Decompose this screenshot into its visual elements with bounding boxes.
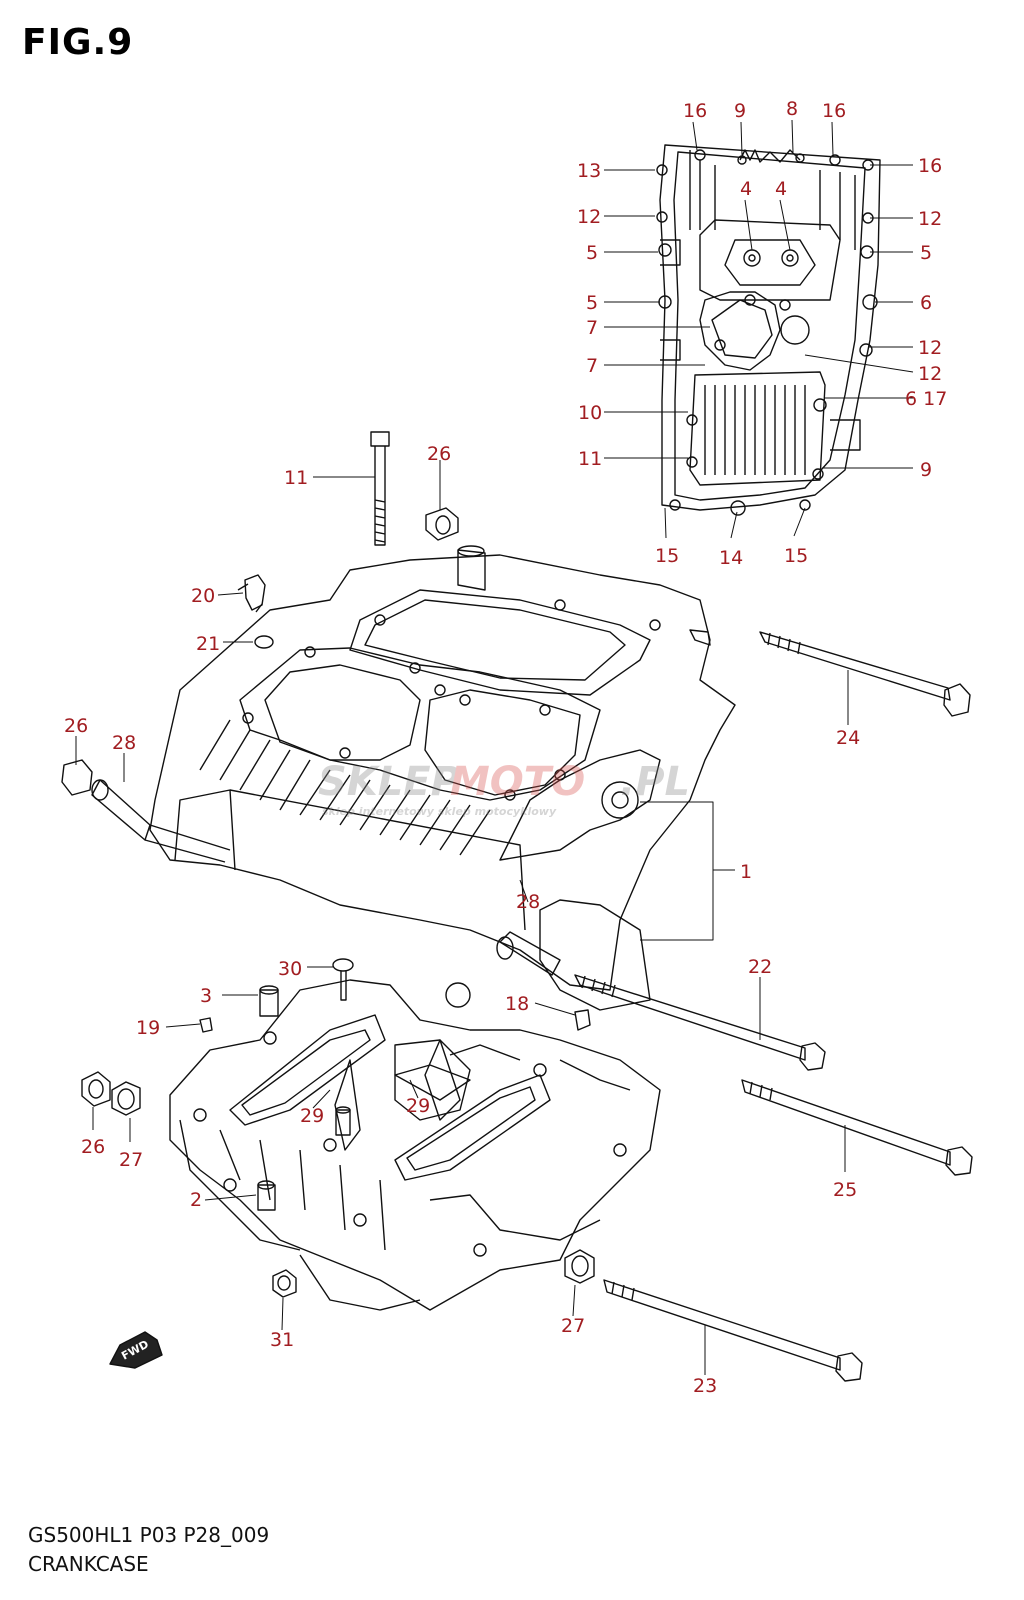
callout-31: 31 <box>270 1329 294 1351</box>
callout-24: 24 <box>836 727 860 749</box>
forward-arrow-icon <box>109 1331 163 1369</box>
callout-6: 6 <box>920 292 932 314</box>
svg-text:.PL: .PL <box>620 759 690 805</box>
callout-27: 27 <box>561 1315 585 1337</box>
dowel-2 <box>257 1180 276 1211</box>
callout-29: 29 <box>406 1095 430 1117</box>
callout-20: 20 <box>191 585 215 607</box>
callout-28: 28 <box>112 732 136 754</box>
callout-12: 12 <box>918 208 942 230</box>
callout-19: 19 <box>136 1017 160 1039</box>
seal-27-left <box>111 1081 141 1116</box>
dowel-29 <box>335 1106 351 1136</box>
callout-26: 26 <box>64 715 88 737</box>
callout-12: 12 <box>918 363 942 385</box>
callout-5: 5 <box>586 242 598 264</box>
leader-lines <box>75 119 914 1375</box>
callout-9: 9 <box>920 459 932 481</box>
callout-labels: 16 9 8 16 16 13 4 4 12 12 5 5 5 6 7 12 7… <box>64 98 947 1397</box>
callout-12: 12 <box>918 337 942 359</box>
callout-4: 4 <box>775 178 787 200</box>
bolt-25 <box>741 1079 973 1176</box>
callout-11: 11 <box>284 467 308 489</box>
callout-13: 13 <box>577 160 601 182</box>
figure-title: FIG.9 <box>22 22 134 63</box>
bolt-24 <box>759 631 971 717</box>
callout-25: 25 <box>833 1179 857 1201</box>
dowel-3 <box>259 985 279 1017</box>
callout-5: 5 <box>586 292 598 314</box>
plug-26-left <box>81 1071 111 1107</box>
svg-text:MOTO: MOTO <box>450 759 585 805</box>
jet-19 <box>199 1017 213 1033</box>
callout-22: 22 <box>748 956 772 978</box>
callout-18: 18 <box>505 993 529 1015</box>
callout-8: 8 <box>786 98 798 120</box>
callout-23: 23 <box>693 1375 717 1397</box>
callout-15: 15 <box>784 545 808 567</box>
bolt-28-left <box>61 759 231 863</box>
callout-16: 16 <box>683 100 707 122</box>
callout-3: 3 <box>200 985 212 1007</box>
callout-4: 4 <box>740 178 752 200</box>
bolt-28-right <box>496 931 561 976</box>
callout-1: 1 <box>740 861 752 883</box>
callout-12: 12 <box>577 206 601 228</box>
bolt-11 <box>370 431 390 546</box>
jet-18 <box>574 1009 591 1031</box>
upper-crankcase <box>149 545 736 1011</box>
callout-6-17: 6 17 <box>905 388 947 410</box>
svg-text:sklep internetowy sklep motocy: sklep internetowy sklep motocyklowy <box>322 805 557 818</box>
o-ring-21 <box>254 635 274 649</box>
callout-15: 15 <box>655 545 679 567</box>
callout-7: 7 <box>586 355 598 377</box>
lower-case-bottom-view <box>656 144 881 516</box>
model-code: GS500HL1 P03 P28_009 <box>28 1523 270 1547</box>
callout-27: 27 <box>119 1149 143 1171</box>
callout-30: 30 <box>278 958 302 980</box>
callout-16: 16 <box>918 155 942 177</box>
callout-9: 9 <box>734 100 746 122</box>
callout-28: 28 <box>516 891 540 913</box>
plug-31 <box>272 1269 297 1298</box>
svg-text:SKLEP: SKLEP <box>318 759 460 805</box>
callout-2: 2 <box>190 1189 202 1211</box>
callout-21: 21 <box>196 633 220 655</box>
callout-26: 26 <box>81 1136 105 1158</box>
callout-16: 16 <box>822 100 846 122</box>
lower-crankcase <box>169 979 661 1311</box>
watermark: SKLEP MOTO .PL sklep internetowy sklep m… <box>318 759 690 818</box>
callout-7: 7 <box>586 317 598 339</box>
plug-26-top <box>425 507 459 541</box>
callout-26: 26 <box>427 443 451 465</box>
bolt-22 <box>574 974 826 1071</box>
callout-29: 29 <box>300 1105 324 1127</box>
callout-14: 14 <box>719 547 743 569</box>
screw-30 <box>332 958 354 1001</box>
callout-5: 5 <box>920 242 932 264</box>
figure-name: CRANKCASE <box>28 1552 149 1576</box>
seal-27-right <box>564 1249 595 1284</box>
bolt-23 <box>603 1279 863 1382</box>
callout-11: 11 <box>578 448 602 470</box>
callout-10: 10 <box>578 402 602 424</box>
jet-20 <box>237 574 266 613</box>
